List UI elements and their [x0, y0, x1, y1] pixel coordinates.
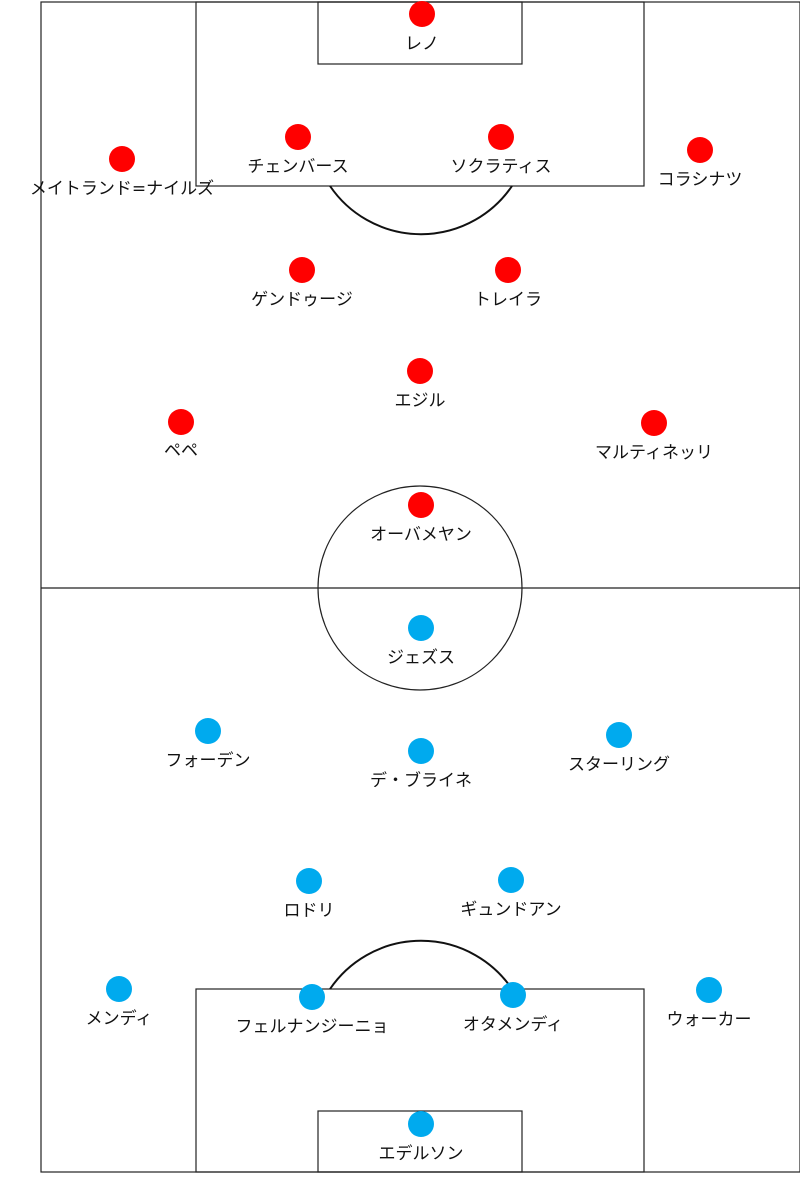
away_team-player: オタメンディ [463, 982, 563, 1035]
home_team-player: メイトランド=ナイルズ [30, 146, 214, 199]
home_team-player: トレイラ [474, 257, 542, 310]
player-name: トレイラ [474, 290, 542, 310]
home_team-player: エジル [395, 358, 446, 411]
bottom-penalty-arc [329, 939, 513, 990]
player-marker [168, 409, 194, 435]
home_team-player: チェンバース [247, 124, 349, 177]
player-name: レノ [405, 34, 439, 54]
top-penalty-arc [329, 185, 513, 236]
home_team-player: ゲンドゥージ [251, 257, 353, 310]
player-name: ロドリ [284, 901, 335, 921]
player-marker [299, 984, 325, 1010]
player-marker [408, 1111, 434, 1137]
away_team-player: ロドリ [284, 868, 335, 921]
away_team-player: ジェズス [387, 615, 455, 668]
home_team-player: ペペ [164, 409, 198, 461]
player-name: フェルナンジーニョ [236, 1017, 389, 1037]
player-marker [495, 257, 521, 283]
player-marker [500, 982, 526, 1008]
player-name: デ・ブライネ [370, 770, 472, 791]
player-name: オーバメヤン [370, 525, 472, 545]
player-marker [285, 124, 311, 150]
player-marker [696, 977, 722, 1003]
player-name: エジル [395, 391, 446, 411]
away_team-player: デ・ブライネ [370, 738, 472, 791]
player-marker [407, 358, 433, 384]
away_team-player: フォーデン [166, 718, 251, 771]
player-name: ギュンドアン [460, 900, 561, 920]
player-marker [641, 410, 667, 436]
player-name: マルティネッリ [595, 443, 713, 463]
player-name: フォーデン [166, 750, 251, 771]
away_team-player: スターリング [568, 722, 670, 775]
away_team-player: エデルソン [379, 1111, 464, 1164]
player-marker [408, 738, 434, 764]
bottom-goal-area [317, 1110, 523, 1173]
player-name: チェンバース [247, 157, 348, 177]
player-name: スターリング [568, 755, 670, 775]
away_team-player: ギュンドアン [460, 867, 562, 920]
player-marker [106, 976, 132, 1002]
player-marker [687, 137, 713, 163]
player-marker [195, 718, 221, 744]
away_team-player: メンディ [86, 976, 153, 1029]
player-name: エデルソン [379, 1143, 464, 1164]
player-marker [409, 1, 435, 27]
away_team-player: フェルナンジーニョ [236, 984, 389, 1037]
player-marker [408, 492, 434, 518]
away_team-player: ウォーカー [667, 977, 752, 1030]
home_team-player: ソクラティス [451, 124, 552, 177]
player-name: ジェズス [387, 648, 455, 668]
player-name: メンディ [86, 1008, 153, 1029]
player-marker [296, 868, 322, 894]
center-circle [317, 485, 523, 691]
player-name: ウォーカー [667, 1010, 752, 1030]
player-name: ゲンドゥージ [251, 290, 353, 310]
player-marker [408, 615, 434, 641]
player-name: オタメンディ [463, 1014, 563, 1035]
player-marker [109, 146, 135, 172]
home_team-player: コラシナツ [658, 137, 743, 190]
player-marker [289, 257, 315, 283]
home_team-player: レノ [405, 1, 439, 54]
player-name: コラシナツ [658, 170, 743, 190]
home_team-player: オーバメヤン [370, 492, 472, 545]
player-marker [488, 124, 514, 150]
home_team-player: マルティネッリ [595, 410, 713, 463]
player-name: メイトランド=ナイルズ [30, 179, 214, 199]
player-name: ペペ [164, 441, 198, 461]
player-marker [606, 722, 632, 748]
player-marker [498, 867, 524, 893]
player-name: ソクラティス [451, 157, 552, 177]
